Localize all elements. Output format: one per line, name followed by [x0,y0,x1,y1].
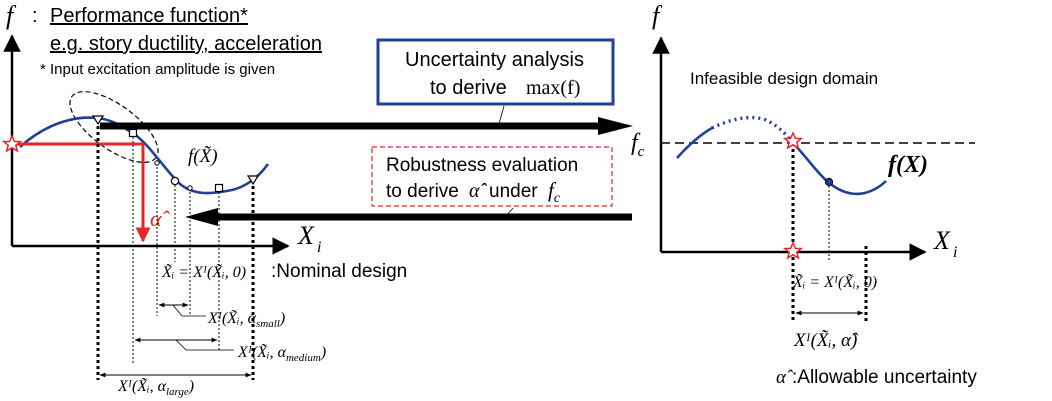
forward-arrowhead [598,117,633,135]
medium-left-square-marker [128,128,138,138]
medium-range-leader [175,339,234,351]
right-nominal-formula: X̃ᵢ = Xᴵ(X̃ᵢ, 0) [792,273,877,291]
right-x-axis-subscript: i [953,244,957,261]
left-nominal-formula: X̃ᵢ = Xᴵ(X̃ᵢ, 0) [161,263,246,281]
left-y-axis-symbol: f [6,1,17,30]
robustness-box-leader [507,207,514,215]
right-y-axis-symbol: f [652,1,663,30]
right-curve-left-segment [676,126,713,159]
right-panel: f Infeasible design domain fc f(X) X i X… [631,1,977,388]
allowable-legend-text: :Allowable uncertainty [792,367,977,388]
left-alpha-label: α̂ [150,206,171,231]
robustness-box-line2-text: to derive [386,181,459,202]
right-x-axis-symbol: X [933,226,951,255]
left-footnote: * Input excitation amplitude is given [40,61,275,78]
right-curve-label: f(X) [888,152,928,178]
uncertainty-box-line2-math: max(f) [526,77,580,99]
medium-range-label: Xᴵ(X̃ᵢ, αmedium) [237,343,326,364]
left-heading-colon: : [32,5,38,27]
large-right-triangle-marker [246,175,260,186]
backward-arrowhead [185,208,218,226]
large-left-triangle-marker [91,115,105,126]
infeasible-domain-label: Infeasible design domain [690,69,878,88]
robustness-box-line1: Robustness evaluation [386,155,578,176]
middle-section: Uncertainty analysis to derive max(f) Ro… [100,38,633,226]
right-axis-star-icon [782,241,804,260]
left-heading-line1: Performance function* [50,5,248,27]
left-heading-line2: e.g. story ductility, acceleration [50,33,322,55]
right-fc-label: fc [631,130,645,160]
left-nominal-label: :Nominal design [271,261,407,282]
right-allowable-formula: Xᴵ(X̃ᵢ, α̂) [793,330,859,351]
small-right-point-marker [187,185,193,191]
uncertainty-analysis-box [376,38,615,106]
left-fc-star-icon [1,134,23,153]
uncertainty-box-line1: Uncertainty analysis [405,49,584,71]
uncertainty-box-leader [498,105,505,125]
right-curve-feasible-segment [791,141,887,196]
left-curve-label: f(X̃) [188,146,218,167]
nominal-circle-marker [170,176,180,186]
right-curve-infeasible-segment [711,115,794,144]
left-panel: f : Performance function* e.g. story duc… [1,1,407,398]
small-left-point-marker [154,160,160,166]
uncertainty-box-line2-text: to derive [430,77,507,99]
medium-right-square-marker [214,183,224,193]
left-performance-curve [19,116,270,195]
large-range-label: Xᴵ(X̃ᵢ, αlarge) [117,377,194,398]
left-x-axis-subscript: i [317,239,321,256]
robustness-box-line2-fc: fc [548,178,561,206]
robustness-evaluation-box [371,146,613,207]
small-range-leader [172,304,206,317]
left-x-axis-symbol: X [297,221,315,250]
right-nominal-marker [824,177,834,187]
robustness-box-line2-under: under [489,181,538,202]
right-threshold-star-icon [782,131,804,150]
small-range-label: Xᴵ(X̃ᵢ, αsmall) [207,309,285,330]
